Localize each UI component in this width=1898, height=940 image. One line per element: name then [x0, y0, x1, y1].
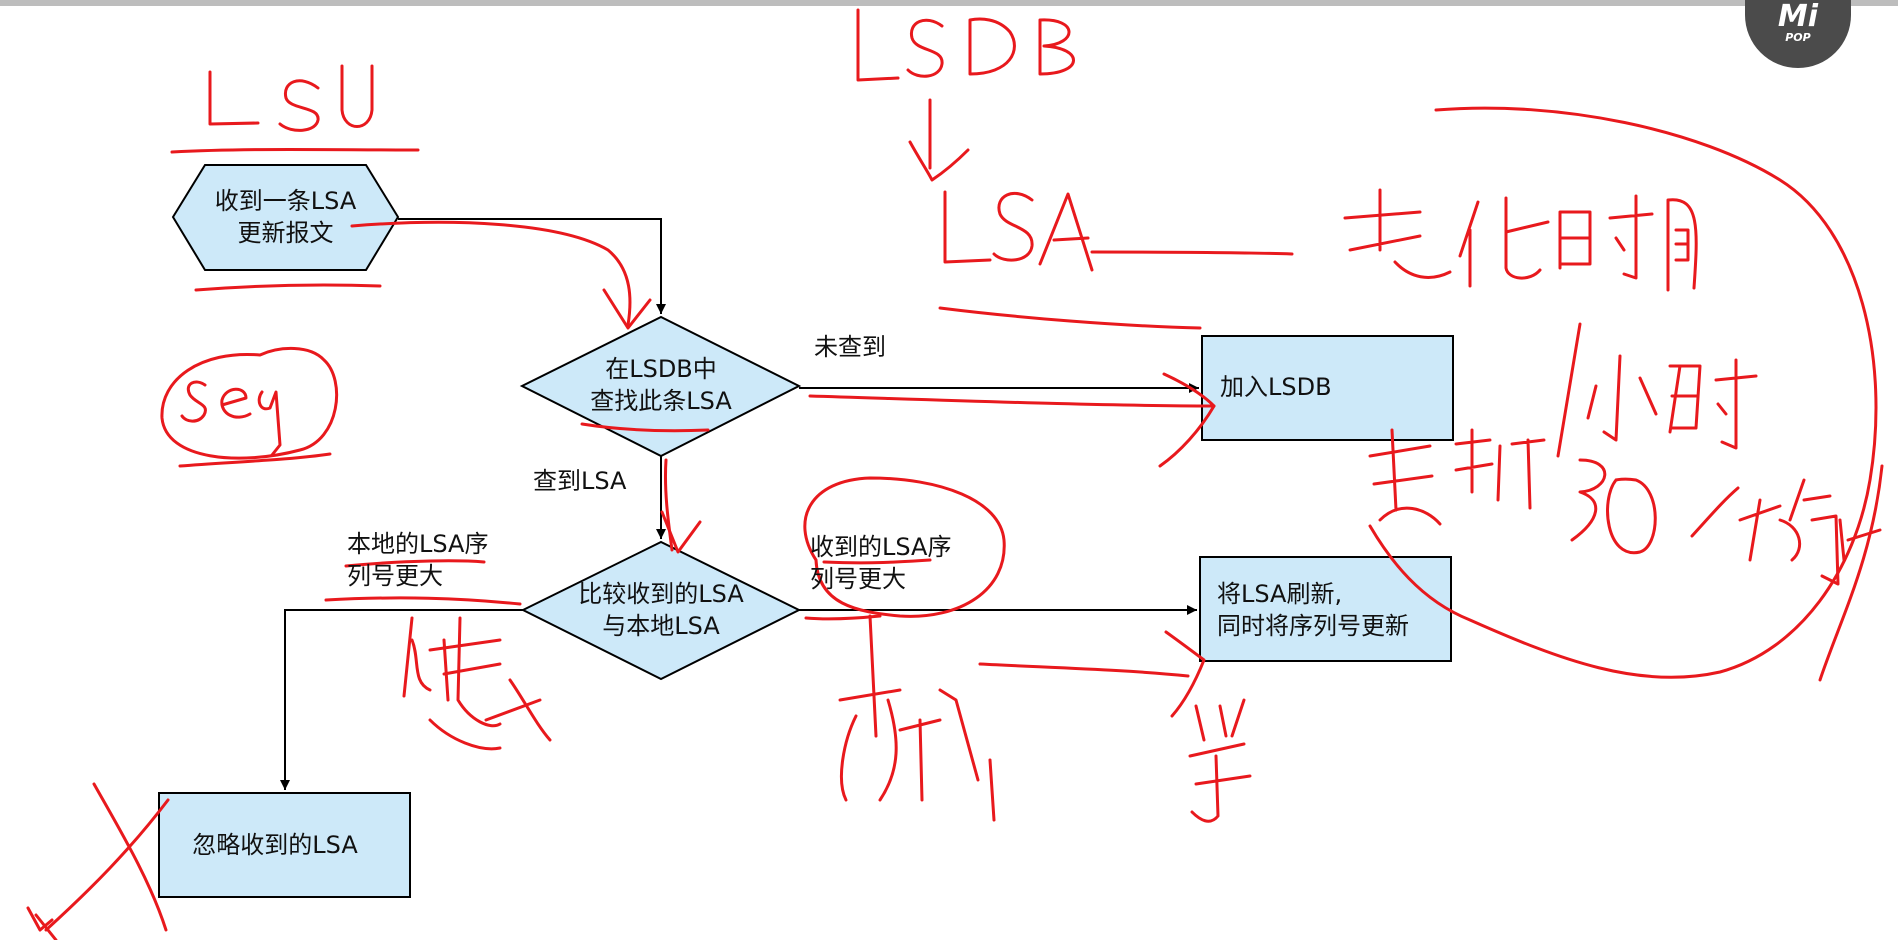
compare-line-2: 与本地LSA — [602, 612, 720, 640]
ink-old-text — [402, 616, 552, 751]
edge-label-local-larger-2: 列号更大 — [347, 562, 443, 590]
ink-underline-local — [344, 559, 486, 568]
ink-lsdb-arrow — [908, 98, 970, 182]
lookup-decision-shape — [519, 315, 802, 458]
ink-underline-received — [822, 558, 932, 565]
lookup-decision-label: 在LSDB中 查找此条LSA — [560, 350, 762, 420]
ink-check-2 — [660, 510, 702, 554]
ink-1hour-text — [1556, 322, 1758, 458]
ink-aging-text — [1343, 188, 1698, 292]
refresh-box — [1199, 556, 1452, 662]
ink-update30-text — [1368, 428, 1882, 586]
ink-check-1 — [602, 288, 652, 330]
ink-underline-start — [194, 283, 382, 292]
ink-underline-lookup — [580, 422, 710, 433]
refresh-line-1: 将LSA刷新, — [1217, 580, 1343, 608]
compare-line-1: 比较收到的LSA — [578, 580, 744, 608]
ink-right-stroke — [1818, 464, 1884, 682]
ink-underline-refresh — [978, 662, 1190, 678]
add-lsdb-label: 加入LSDB — [1220, 355, 1440, 419]
ink-learn-text — [1188, 698, 1252, 823]
ink-not-found-line — [808, 394, 1216, 408]
ink-check-add — [1158, 372, 1216, 468]
edge-label-found: 查到LSA — [533, 467, 627, 495]
ink-lsu-letters — [208, 64, 374, 132]
ink-lsa-line — [1090, 250, 1294, 256]
ink-found-stroke — [663, 458, 674, 552]
edge-label-received-larger-2: 列号更大 — [810, 565, 906, 593]
ignore-box — [158, 792, 411, 898]
ink-lsu-underline — [170, 148, 420, 154]
refresh-line-2: 同时将序列号更新 — [1217, 612, 1409, 640]
edge-label-local-larger-1: 本地的LSA序 — [347, 530, 489, 558]
start-node-shape — [171, 164, 400, 271]
logo-line-2: POP — [1785, 31, 1811, 44]
ink-seq-letters — [180, 380, 282, 457]
start-node-label: 收到一条LSA 更新报文 — [205, 182, 366, 252]
edge-label-received-larger-1: 收到的LSA序 — [810, 533, 952, 561]
refresh-label: 将LSA刷新, 同时将序列号更新 — [1217, 575, 1447, 645]
ink-right-dash — [804, 614, 882, 621]
lookup-line-2: 查找此条LSA — [590, 387, 732, 415]
ink-new-text — [838, 614, 996, 822]
edge-label-not-found: 未查到 — [814, 333, 886, 361]
ink-seq-underline — [178, 452, 332, 468]
start-line-1: 收到一条LSA — [214, 187, 357, 215]
ink-lsdb-letters — [856, 8, 1075, 82]
ink-start-to-lookup — [350, 220, 632, 327]
ink-underline-lsa — [938, 306, 1202, 330]
ignore-label: 忽略收到的LSA — [168, 813, 382, 877]
ink-lsa-letters — [943, 190, 1094, 272]
add-lsdb-box — [1201, 335, 1454, 441]
top-border — [0, 0, 1898, 6]
handwritten-annotations — [26, 8, 1884, 940]
ink-cross-ignore — [44, 782, 170, 932]
add-line-1: 加入LSDB — [1220, 373, 1332, 401]
ink-corner-mark — [26, 906, 58, 940]
edge-compare-to-ignore — [280, 609, 523, 790]
ignore-line-1: 忽略收到的LSA — [192, 831, 358, 859]
ink-check-refresh — [1164, 630, 1206, 718]
lookup-line-1: 在LSDB中 — [605, 355, 717, 383]
ink-received-circle — [803, 476, 1006, 618]
edge-start-to-lookup — [398, 218, 666, 314]
start-line-2: 更新报文 — [237, 219, 334, 247]
compare-decision-label: 比较收到的LSA 与本地LSA — [548, 575, 774, 645]
logo-line-1: Mi — [1777, 0, 1819, 34]
ink-seq-circle — [160, 346, 338, 460]
ink-big-loop — [1368, 106, 1878, 679]
ink-left-dash — [324, 596, 522, 606]
